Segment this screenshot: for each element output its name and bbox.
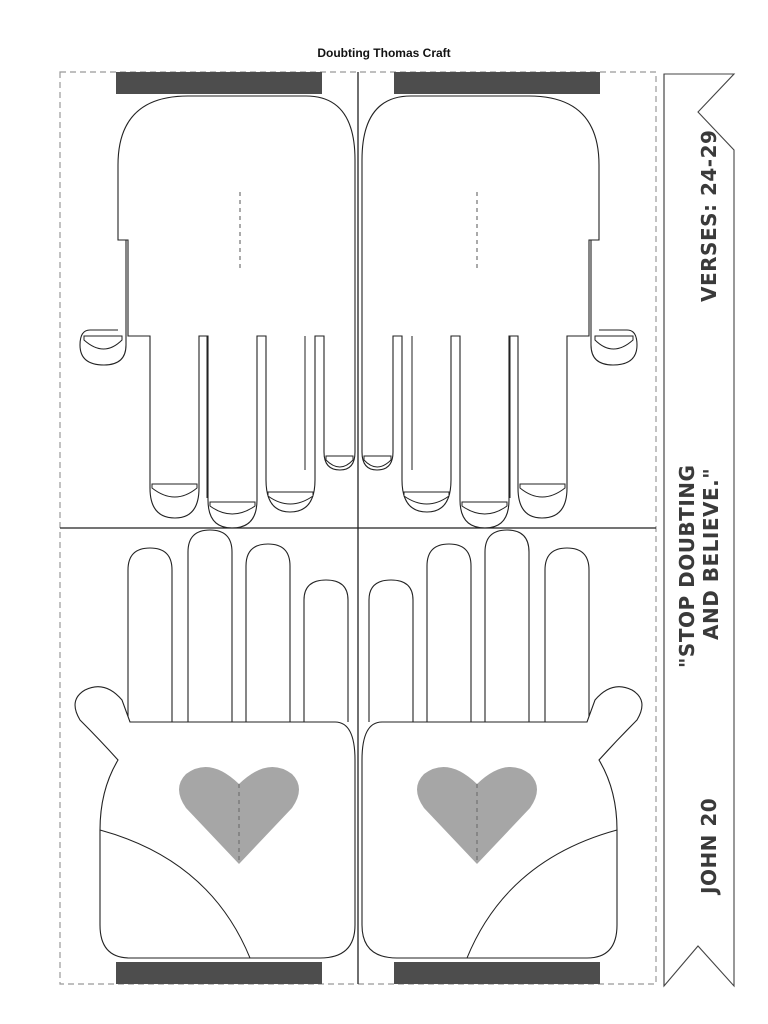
banner-strip xyxy=(663,73,736,988)
hand-outline xyxy=(74,529,356,959)
hand-outline xyxy=(79,95,356,529)
tab-top-right xyxy=(394,72,600,94)
hand-outline xyxy=(361,529,643,959)
banner-reference: JOHN 20 xyxy=(697,798,721,896)
banner-verses: VERSES: 24-29 xyxy=(697,130,721,302)
tab-bottom-right xyxy=(394,962,600,984)
hand-outline xyxy=(361,95,638,529)
tab-bottom-left xyxy=(116,962,322,984)
page-title: Doubting Thomas Craft xyxy=(317,46,451,60)
heart-icon xyxy=(417,766,537,864)
heart-icon xyxy=(179,766,299,864)
tab-top-left xyxy=(116,72,322,94)
banner-quote-line1: "STOP DOUBTING xyxy=(675,465,699,668)
banner-quote-line2: AND BELIEVE." xyxy=(699,468,723,640)
